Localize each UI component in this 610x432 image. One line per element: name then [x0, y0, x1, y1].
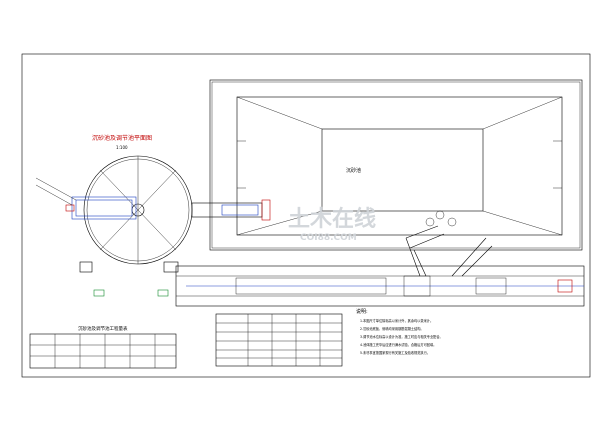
- note-line-3: 3.调节池水位标高以设计为准，施工时应与相关专业配合。: [360, 334, 443, 339]
- watermark-cn: 土木在线: [288, 206, 376, 232]
- settling-basin: 沉砂池: [209, 79, 583, 251]
- notes-title: 说明:: [356, 308, 368, 315]
- watermark-logo: 土木在线 COI88.COM: [288, 206, 376, 243]
- quantity-table: 沉砂池及调节池工程量表: [29, 325, 177, 369]
- data-table: [215, 313, 343, 367]
- inlet-channel: [191, 199, 271, 221]
- sheet-border: [21, 53, 591, 378]
- basin-label: 沉砂池: [346, 167, 361, 174]
- table-title: 沉砂池及调节池工程量表: [78, 325, 128, 332]
- plan-scale: 1:100: [116, 145, 128, 150]
- watermark-en: COI88.COM: [300, 233, 357, 243]
- note-line-5: 5.未尽事宜按国家现行有关施工及验收规范执行。: [360, 350, 430, 355]
- notes-block: 说明: 1.本图尺寸单位除标高以米计外，其余均以毫米计。 2.沉砂池底板、侧墙均…: [356, 308, 443, 355]
- circular-tank: [35, 155, 193, 297]
- note-line-2: 2.沉砂池底板、侧墙均采用钢筋混凝土结构。: [360, 326, 424, 331]
- plan-title: 沉砂池及调节池平面图: [92, 134, 152, 142]
- note-line-4: 4.池体施工完毕后应进行满水试验，合格后方可回填。: [360, 342, 436, 347]
- note-line-1: 1.本图尺寸单位除标高以米计外，其余均以毫米计。: [360, 318, 433, 323]
- connecting-channel: [175, 225, 585, 307]
